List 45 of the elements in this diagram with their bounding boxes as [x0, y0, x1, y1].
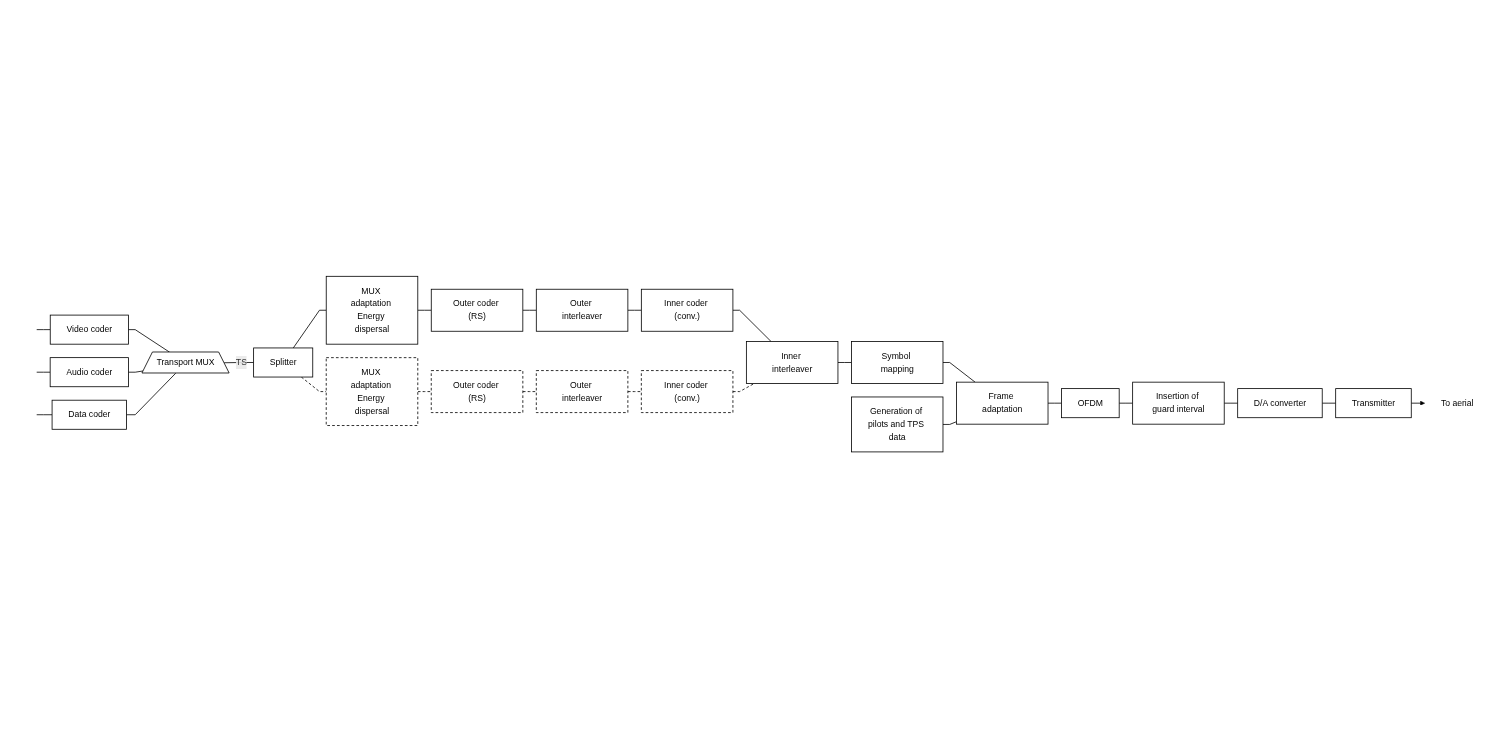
node-box: Generation of pilots and TPS data: [851, 396, 944, 453]
connector: [732, 383, 755, 393]
node-box: Audio coder: [49, 357, 129, 388]
connector: [417, 391, 432, 393]
node-box: Outer coder (RS): [430, 370, 524, 414]
connector: [1223, 403, 1239, 404]
connector: [128, 329, 171, 354]
edge-label: TS: [235, 358, 247, 368]
connector: [292, 310, 327, 349]
node-box: D/A converter: [1237, 388, 1323, 419]
connector: [837, 362, 852, 364]
connector: [942, 421, 957, 426]
connector: [36, 414, 53, 416]
connector: [522, 391, 537, 393]
connector: [1047, 403, 1062, 404]
node-box: Outer coder (RS): [430, 289, 524, 333]
node-box: Outer interleaver: [535, 370, 629, 414]
node-box: Outer interleaver: [535, 289, 629, 333]
node-box: Inner interleaver: [745, 341, 839, 385]
node-box: Transmitter: [1335, 388, 1412, 419]
connector: [36, 372, 51, 373]
connector: [1118, 403, 1134, 404]
connector: [627, 391, 642, 393]
node-box: OFDM: [1061, 388, 1120, 419]
node-box: MUX adaptation Energy dispersal: [325, 276, 419, 345]
connector: [126, 373, 177, 416]
node-box: Symbol mapping: [851, 341, 944, 385]
node-box: Data coder: [51, 400, 127, 431]
connector: [1321, 403, 1337, 404]
node-box: Splitter: [253, 347, 314, 378]
node-box: Insertion of guard interval: [1132, 382, 1225, 425]
connector: [522, 310, 537, 312]
connector: [732, 310, 772, 343]
node-box: Inner coder (conv.): [640, 289, 734, 333]
connector: [36, 329, 51, 331]
node-box: MUX adaptation Energy dispersal: [325, 357, 419, 427]
connector: [417, 310, 432, 312]
connector: [128, 370, 144, 373]
connector: [627, 310, 642, 312]
node-box: Inner coder (conv.): [640, 370, 734, 414]
node-text: To aerial: [1440, 398, 1474, 408]
node-box: Video coder: [49, 315, 129, 345]
connector: [300, 377, 327, 393]
node-box: Frame adaptation: [956, 382, 1049, 425]
connector: [942, 362, 976, 383]
